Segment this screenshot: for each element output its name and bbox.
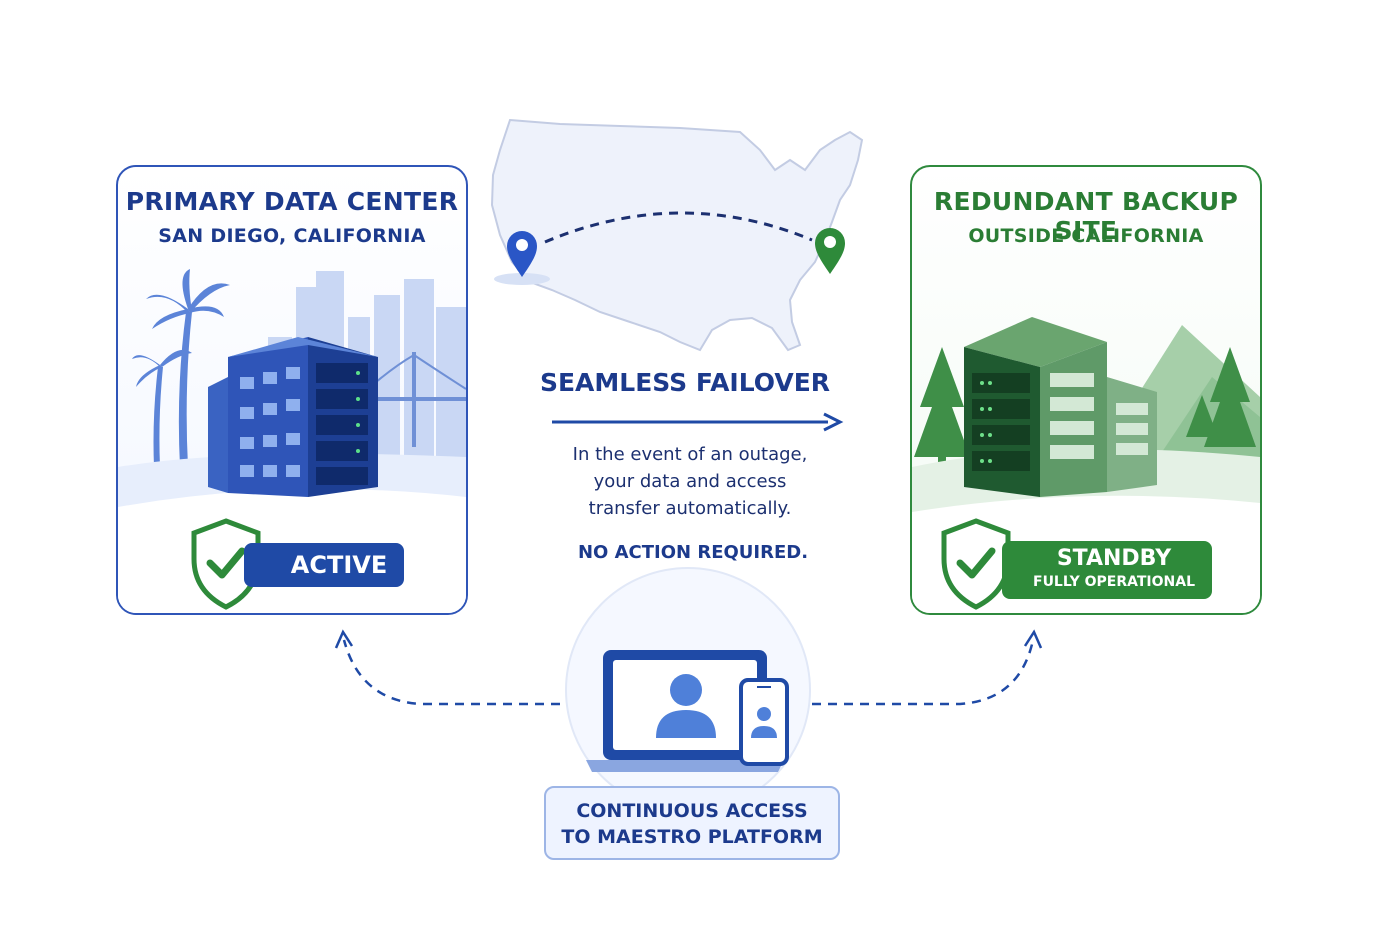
status-label: STANDBY [1056,546,1172,571]
us-map-icon [490,118,864,352]
bridge-icon [367,352,466,447]
failover-title: SEAMLESS FAILOVER [539,368,831,397]
continuous-access-label: CONTINUOUS ACCESS TO MAESTRO PLATFORM [544,786,840,860]
status-detail: FULLY OPERATIONAL [1033,574,1195,590]
primary-data-center-card: PRIMARY DATA CENTER SAN DIEGO, CALIFORNI… [116,165,468,615]
status-badge-standby: STANDBY FULLY OPERATIONAL [1002,541,1212,599]
arrow-up-icon [1023,629,1043,649]
server-building-icon [964,317,1157,497]
user-icon [751,707,777,738]
laptop-icon [586,650,784,772]
failover-arrow [552,412,844,432]
failover-description-line: transfer automatically. [588,498,792,519]
location-pin-icon [507,231,537,277]
palm-tree-icon [132,269,230,467]
backup-title: REDUNDANT BACKUP SITE [933,187,1239,245]
arrow-up-icon [334,629,354,649]
route-dashed-line [544,211,813,244]
server-building-icon [208,337,378,497]
backup-location: OUTSIDE CALIFORNIA [968,225,1204,247]
access-line-1: CONTINUOUS ACCESS [576,800,808,822]
primary-location: SAN DIEGO, CALIFORNIA [158,225,426,247]
access-route-right [812,639,1035,706]
status-label: ACTIVE [290,551,388,579]
backup-site-card: REDUNDANT BACKUP SITE OUTSIDE CALIFORNIA… [910,165,1262,615]
failover-description-line: In the event of an outage, [572,444,808,465]
location-pin-icon [815,228,845,274]
access-line-2: TO MAESTRO PLATFORM [561,826,823,848]
primary-title: PRIMARY DATA CENTER [125,187,459,216]
user-icon [656,674,716,738]
phone-icon [739,678,789,766]
no-action-note: NO ACTION REQUIRED. [577,542,809,563]
access-route-left [342,639,560,706]
pin-shadow [494,273,550,285]
status-badge-active: ACTIVE [244,543,404,587]
failover-description-line: your data and access [593,471,787,492]
